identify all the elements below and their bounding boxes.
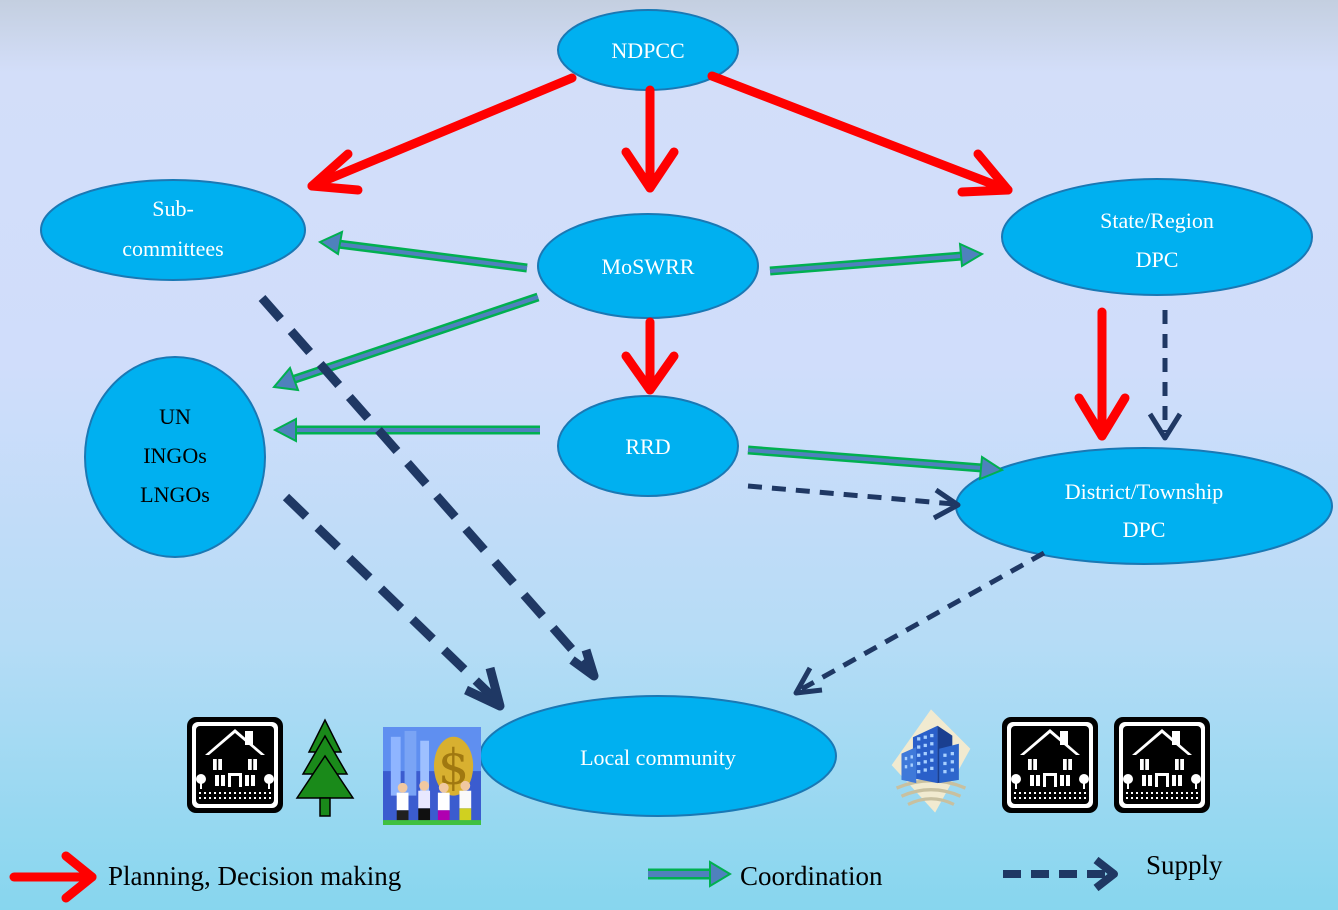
supply-arrow-district-to-local [793,550,1046,696]
tree-icon [296,719,354,817]
planning-arrow-ndpcc-to-state-region [707,71,1013,197]
node-state-region-label-1: State/Region [1100,208,1214,233]
city-buildings-icon [890,707,972,815]
house-icon [1001,716,1099,814]
planning-arrow-state-region-to-district [1074,307,1130,441]
node-district-township-label-1: District/Township [1065,479,1224,504]
node-ndpcc-label: NDPCC [611,38,684,63]
node-ingos-label: INGOs [143,443,207,468]
node-un-ngos: UN INGOs LNGOs [84,356,266,558]
coordination-arrow-moswrr-to-un-ngos [272,292,540,392]
node-subcommittees: Sub- committees [40,179,306,281]
legend-coordination-label: Coordination [740,861,883,891]
node-subcommittees-label-2: committees [122,236,223,261]
node-district-township-dpc: District/Township DPC [955,447,1333,565]
planning-arrow-moswrr-to-rrd [621,317,679,395]
house-icon [186,716,284,814]
node-state-region-dpc: State/Region DPC [1001,178,1313,296]
legend-supply-label: Supply [1146,850,1223,880]
node-local-community: Local community [479,695,837,817]
node-state-region-label-2: DPC [1136,247,1179,272]
node-moswrr-label: MoSWRR [602,254,695,279]
node-ndpcc: NDPCC [557,9,739,91]
legend-planning-label: Planning, Decision making [108,861,402,891]
legend-supply-arrow [1003,856,1118,892]
house-icon [1113,716,1211,814]
node-lngos-label: LNGOs [140,482,210,507]
coordination-arrow-moswrr-to-subcommittees [317,230,528,273]
node-rrd: RRD [557,395,739,497]
coordination-arrow-moswrr-to-state-region [769,242,985,276]
node-rrd-label: RRD [625,434,670,459]
planning-arrow-ndpcc-to-subcommittees [307,73,577,195]
supply-arrow-rrd-to-district [747,483,961,521]
node-subcommittees-label-1: Sub- [152,196,194,221]
node-district-township-label-2: DPC [1123,517,1166,542]
planning-arrow-ndpcc-to-moswrr [621,85,679,193]
business-people-icon [383,727,481,825]
coordination-arrow-rrd-to-un-ngos [272,417,540,443]
supply-arrow-un-ngos-to-local [282,493,505,711]
supply-arrow-subcommittees-to-local [258,295,599,681]
node-un-label: UN [159,404,191,429]
coordination-arrow-rrd-to-district [747,445,1005,481]
supply-arrow-state-region-to-district [1147,310,1183,441]
legend-planning-arrow [9,851,97,903]
legend-coordination-arrow [648,860,732,888]
node-moswrr: MoSWRR [537,213,759,319]
node-local-community-label: Local community [580,745,736,770]
